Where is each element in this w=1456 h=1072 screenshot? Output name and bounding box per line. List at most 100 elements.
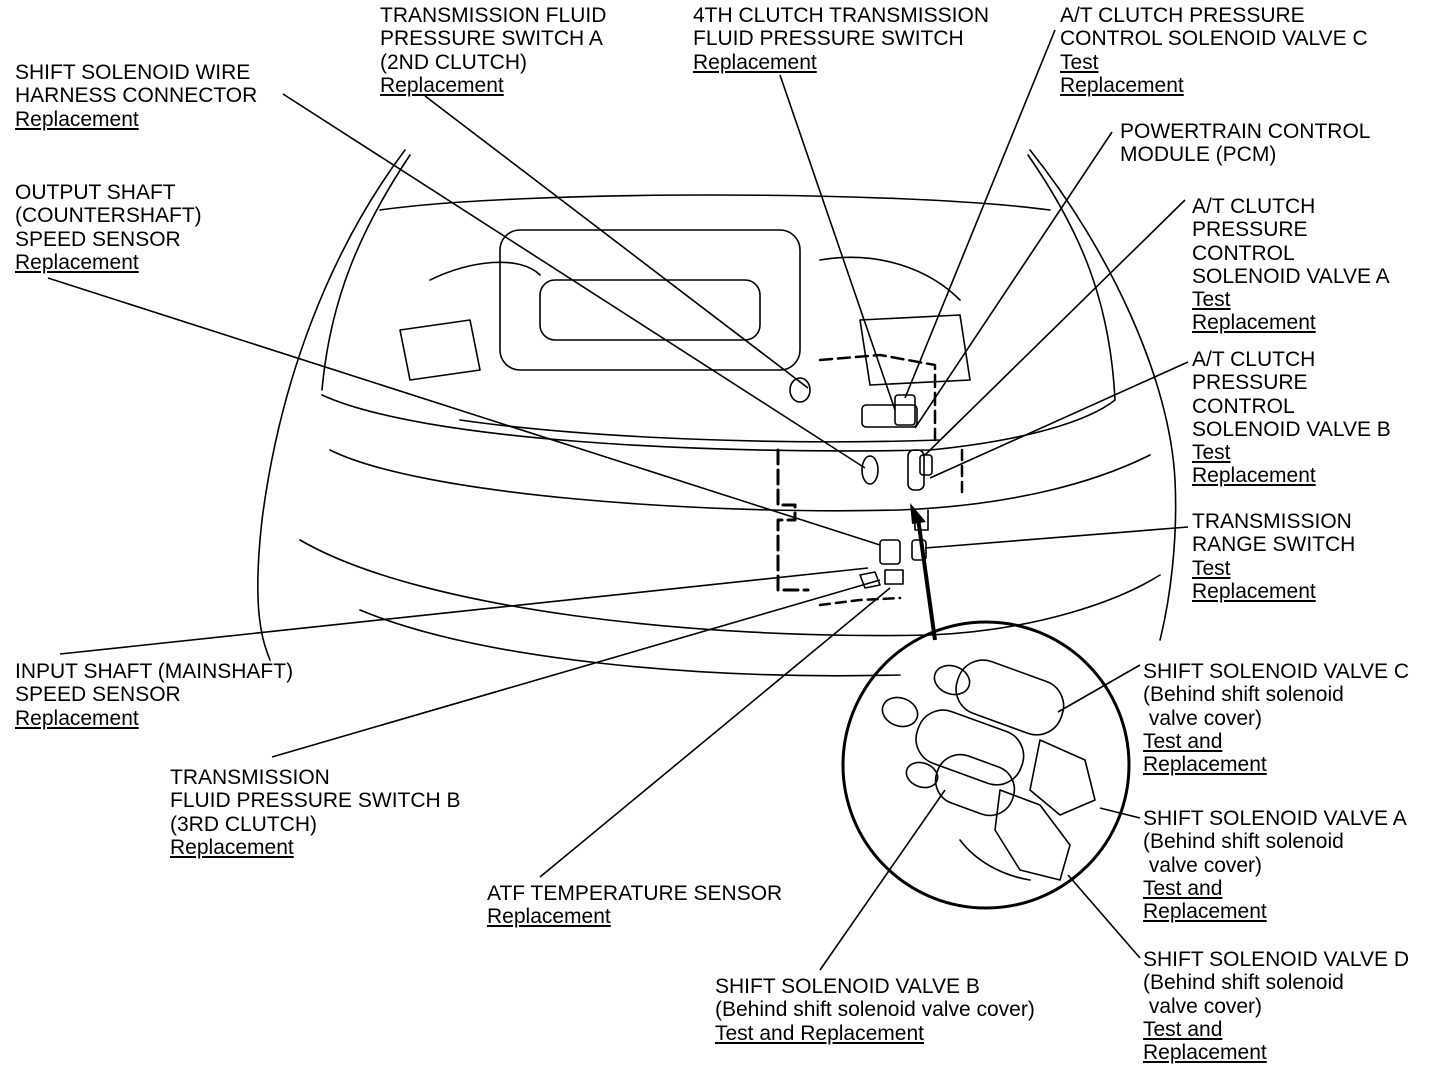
callout-4th-clutch-switch: 4TH CLUTCH TRANSMISSION FLUID PRESSURE S… [693,4,989,74]
replacement-link[interactable]: Replacement [1143,1041,1267,1065]
callout-tfps-b: TRANSMISSION FLUID PRESSURE SWITCH B (3R… [170,766,461,859]
callout-atcp-valve-c: A/T CLUTCH PRESSURE CONTROL SOLENOID VAL… [1060,4,1368,97]
inset-magnifier [841,620,1131,910]
callout-tfps-a: TRANSMISSION FLUID PRESSURE SWITCH A (2N… [380,4,606,97]
callout-title-line: SPEED SENSOR [15,683,181,707]
replacement-link[interactable]: Replacement [170,835,294,859]
solenoid-inset-drawing [881,659,1096,881]
leader-pcm [914,131,1113,429]
callout-pcm: POWERTRAIN CONTROL MODULE (PCM) [1120,120,1370,167]
test-link[interactable]: Test [1060,50,1099,74]
hood-opening [379,194,1051,211]
callout-output-shaft-sensor: OUTPUT SHAFT (COUNTERSHAFT) SPEED SENSOR… [15,181,202,274]
callout-title-line: (Behind shift solenoid [1143,971,1344,995]
leader-input-shaft [59,567,869,655]
leader-range-switch [924,526,1189,549]
leader-valve-a [924,199,1186,456]
range-switch-component [911,539,927,561]
callout-title-line: SHIFT SOLENOID VALVE C [1143,660,1410,683]
engine-detail-2 [819,256,961,301]
callout-title-line: SHIFT SOLENOID VALVE A [1143,807,1407,830]
replacement-link[interactable]: Replacement [1143,753,1267,777]
leader-harness [282,93,866,469]
leader-atf-temp [539,587,891,878]
callout-title-line: OUTPUT SHAFT [15,181,176,204]
callout-title-line: SOLENOID VALVE A [1192,264,1390,288]
transmission-outline-left [776,448,810,592]
leader-ssv-d [1067,874,1141,959]
replacement-link[interactable]: Replacement [1143,900,1267,924]
callout-title-line: A/T CLUTCH PRESSURE [1060,4,1305,27]
callout-title-line: ATF TEMPERATURE SENSOR [487,882,783,905]
callout-title-line: TRANSMISSION [170,766,330,789]
callout-title-line: MODULE (PCM) [1120,143,1277,167]
replacement-link[interactable]: Replacement [380,73,504,97]
test-and-link[interactable]: Test and [1143,729,1223,753]
callout-title-line: valve cover) [1143,994,1263,1018]
callout-title-line: (Behind shift solenoid [1143,830,1344,854]
bumper-bottom [359,609,901,677]
replacement-link[interactable]: Replacement [15,706,139,730]
ss-sensor-component [879,539,901,565]
test-link[interactable]: Test [1192,288,1231,312]
test-and-link[interactable]: Test and [1143,876,1223,900]
bumper-upper [329,449,1151,512]
replacement-link[interactable]: Replacement [1192,579,1316,603]
inset-pointer-arrow [916,517,937,641]
callout-atcp-valve-b: A/T CLUTCH PRESSURE CONTROL SOLENOID VAL… [1192,348,1391,488]
transmission-outline-top [818,353,937,442]
atf-sensor-component [884,569,904,585]
leader-tfps-b [271,579,881,758]
test-and-replacement-link[interactable]: Test and Replacement [715,1021,924,1045]
test-link[interactable]: Test [1192,556,1231,580]
callout-title-line: TRANSMISSION FLUID [380,4,607,27]
valve-b-component [919,454,933,476]
replacement-link[interactable]: Replacement [487,905,611,929]
callout-input-shaft-sensor: INPUT SHAFT (MAINSHAFT) SPEED SENSOR Rep… [15,660,293,730]
leader-ssv-c [1057,664,1141,713]
replacement-link[interactable]: Replacement [1192,464,1316,488]
callout-title-line: CONTROL SOLENOID VALVE C [1060,27,1368,51]
replacement-link[interactable]: Replacement [15,107,139,131]
callout-title-line: A/T CLUTCH [1192,348,1316,371]
callout-title-line: A/T CLUTCH [1192,195,1316,218]
replacement-link[interactable]: Replacement [15,250,139,274]
right-fender-line [1029,149,1177,641]
callout-title-line: PRESSURE SWITCH A [380,27,603,51]
engine-detail-4 [859,314,971,386]
callout-title-line: RANGE SWITCH [1192,533,1356,557]
clutch-switch-component [861,404,918,428]
callout-title-line: (Behind shift solenoid [1143,683,1344,707]
engine-cover [499,229,801,371]
harness-connector-component [861,455,879,485]
leader-clutch4 [779,74,896,411]
callout-ssv-c: SHIFT SOLENOID VALVE C (Behind shift sol… [1143,660,1409,776]
replacement-link[interactable]: Replacement [1192,311,1316,335]
radiator-support [459,419,941,443]
valve-c-component [894,394,916,426]
replacement-link[interactable]: Replacement [1060,73,1184,97]
callout-ssv-b: SHIFT SOLENOID VALVE B (Behind shift sol… [715,975,1035,1045]
callout-title-line: PRESSURE [1192,371,1308,395]
sensor-cluster [859,571,881,589]
callout-title-line: valve cover) [1143,853,1263,877]
callout-title-line: FLUID PRESSURE SWITCH B [170,789,461,813]
callout-title-line: HARNESS CONNECTOR [15,84,258,108]
leader-ssv-b [819,789,946,971]
callout-harness-connector: SHIFT SOLENOID WIRE HARNESS CONNECTOR Re… [15,61,257,131]
inset-pointer-head [910,503,926,524]
callout-title-line: SHIFT SOLENOID VALVE B [715,975,980,998]
test-link[interactable]: Test [1192,441,1231,465]
intake-manifold [539,279,761,341]
replacement-link[interactable]: Replacement [693,50,817,74]
callout-atf-temp-sensor: ATF TEMPERATURE SENSOR Replacement [487,882,782,929]
callout-title-line: PRESSURE [1192,218,1308,242]
bumper-lower [299,539,1161,637]
callout-title-line: SOLENOID VALVE B [1192,417,1391,441]
left-fender-inner [321,154,411,391]
callout-title-line: (3RD CLUTCH) [170,812,317,836]
right-fender-inner [1027,154,1116,401]
callout-title-line: CONTROL [1192,394,1295,418]
test-and-link[interactable]: Test and [1143,1017,1223,1041]
